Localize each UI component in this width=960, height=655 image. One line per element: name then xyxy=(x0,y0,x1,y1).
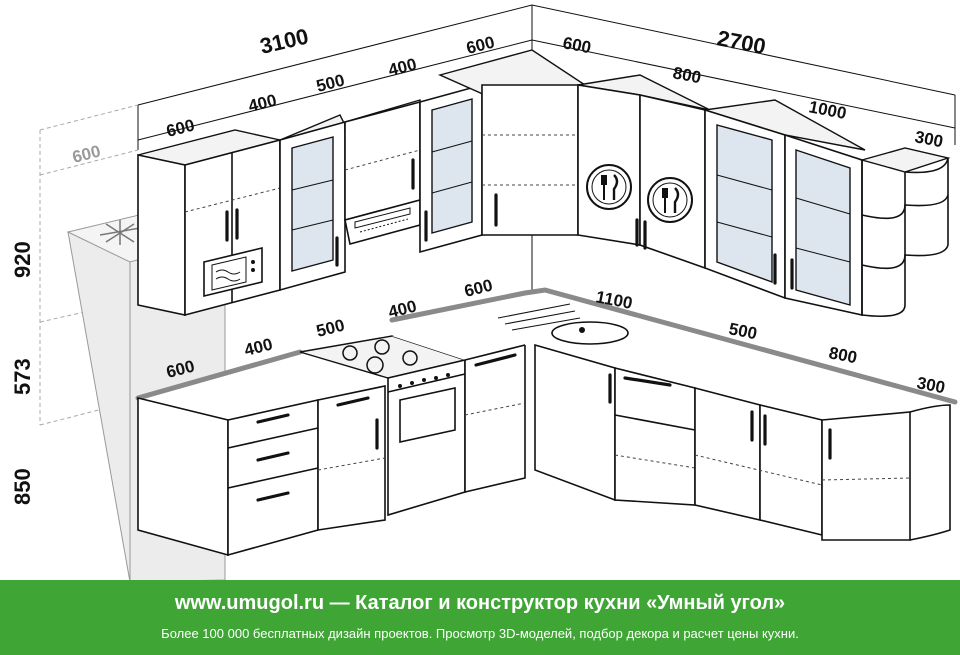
open-corner-shelf xyxy=(859,147,951,318)
dim-2700: 2700 xyxy=(715,25,768,59)
footer-banner: www.umugol.ru — Каталог и конструктор ку… xyxy=(0,580,960,655)
dim-height-850: 850 xyxy=(10,468,35,505)
dim-top-1000: 1000 xyxy=(807,97,848,123)
dim-top-300: 300 xyxy=(913,127,944,151)
dim-top-400b: 400 xyxy=(386,55,418,80)
dim-top-600b: 600 xyxy=(464,33,496,58)
dim-top-800: 800 xyxy=(671,63,702,87)
dim-base-800: 800 xyxy=(827,343,858,367)
upper-cabinets-left xyxy=(137,49,588,317)
dim-3100: 3100 xyxy=(258,24,311,59)
dim-fridge-600: 600 xyxy=(70,142,102,167)
dim-height-920: 920 xyxy=(10,241,35,278)
dim-top-right-600: 600 xyxy=(561,33,592,57)
base-cabinets-right xyxy=(497,287,958,541)
plate-cutlery-icon xyxy=(647,177,693,223)
dim-base-500: 500 xyxy=(314,316,346,341)
dim-base-400: 400 xyxy=(242,335,274,360)
footer-title[interactable]: www.umugol.ru — Каталог и конструктор ку… xyxy=(174,592,786,614)
base-cabinets-left xyxy=(135,290,528,557)
dim-height-573: 573 xyxy=(10,358,35,395)
dim-base-600b: 600 xyxy=(462,276,494,301)
sink xyxy=(497,303,629,345)
kitchen-drawing: 3100 2700 600 400 500 400 600 600 800 10… xyxy=(10,4,958,583)
microwave xyxy=(203,246,263,298)
footer-subtitle: Более 100 000 бесплатных дизайн проектов… xyxy=(161,626,799,641)
gas-stove xyxy=(299,335,468,517)
upper-cabinets-right xyxy=(577,74,951,318)
dim-top-400: 400 xyxy=(246,91,278,116)
dim-top-600: 600 xyxy=(164,116,196,141)
corner-base-cabinet xyxy=(821,404,951,541)
plate-cutlery-icon xyxy=(586,164,632,210)
dim-top-500: 500 xyxy=(314,71,346,96)
